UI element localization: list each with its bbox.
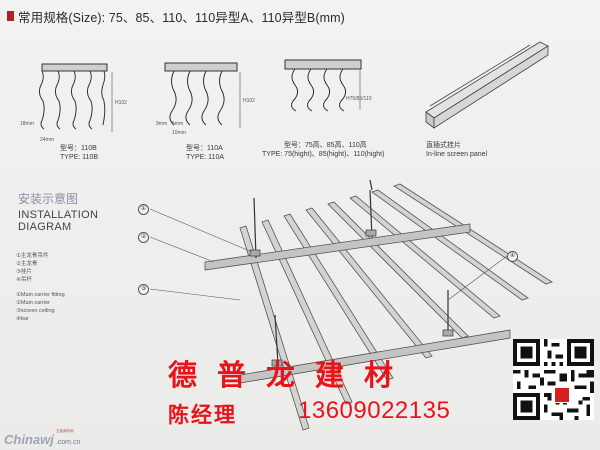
contact-person: 陈经理 bbox=[168, 402, 237, 427]
legend-zh-3: ③挂片 bbox=[16, 269, 32, 275]
qr-code bbox=[513, 339, 594, 420]
dim-110b-width: 18mm bbox=[20, 121, 34, 127]
profile-110a-drawing bbox=[164, 62, 241, 128]
legend-zh-4: ④吊杆 bbox=[16, 277, 32, 283]
installation-title-zh: 安装示意图 bbox=[18, 192, 79, 206]
company-name: 德普龙建材 bbox=[168, 358, 414, 392]
dim-110a-width: 9mm bbox=[156, 121, 168, 127]
callout-4: ④ bbox=[507, 251, 518, 262]
dim-high-height: H75/85/110 bbox=[346, 96, 372, 102]
installation-title-en: INSTALLATION DIAGRAM bbox=[18, 209, 98, 233]
spec-panel-name-en: In-line screen panel bbox=[426, 151, 488, 158]
spec-high-name-en: TYPE: 75(hight)、85(hight)、110(hight) bbox=[262, 151, 385, 158]
spec-panel-name-zh: 直插式挂片 bbox=[426, 142, 461, 149]
legend-en-2: ②Main carrier bbox=[16, 300, 50, 306]
spec-110a-caption: 型号：110A TYPE: 110A bbox=[186, 144, 224, 162]
qr-center-logo bbox=[554, 387, 570, 403]
callout-1: ① bbox=[138, 204, 149, 215]
legend-en-4: ④bar bbox=[16, 316, 29, 322]
legend-zh-2: ②主龙骨 bbox=[16, 261, 38, 267]
main-carrier-top bbox=[204, 223, 471, 271]
site-watermark: Chinawj.com.cn 五金商机网 bbox=[4, 429, 81, 449]
installation-title-line1: INSTALLATION bbox=[18, 209, 99, 221]
legend-zh-1: ①主龙骨吊件 bbox=[16, 253, 49, 259]
watermark-sub: 五金商机网 bbox=[56, 429, 74, 433]
spec-110b-caption: 型号：110B TYPE: 110B bbox=[60, 144, 98, 162]
watermark-brand: Chinawj bbox=[4, 432, 54, 447]
spec-panel-caption: 直插式挂片 In-line screen panel bbox=[426, 141, 487, 159]
profile-110b-drawing bbox=[38, 63, 113, 132]
spec-110a-name-zh: 型号：110A bbox=[186, 145, 223, 152]
callout-2: ② bbox=[138, 232, 149, 243]
main-carrier-bottom bbox=[239, 329, 511, 384]
installation-legend: ①主龙骨吊件 ②主龙骨 ③挂片 ④吊杆 ①Main carrier fittin… bbox=[16, 252, 65, 323]
spec-high-caption: 型号：75高、85高、110高 TYPE: 75(hight)、85(hight… bbox=[262, 141, 384, 159]
spec-110a-name-en: TYPE: 110A bbox=[186, 154, 225, 161]
profile-high-drawing bbox=[284, 59, 362, 112]
spec-high-name-zh: 型号：75高、85高、110高 bbox=[284, 142, 367, 149]
dim-110a-lip: 5mm bbox=[172, 121, 184, 127]
spec-110b-name-en: TYPE: 110B bbox=[60, 154, 99, 161]
legend-en-3: ③screen ceiling bbox=[16, 308, 55, 314]
spec-header: 常用规格(Size): 75、85、110、110异型A、110异型B(mm) bbox=[7, 8, 345, 25]
dim-110b-height: H102 bbox=[115, 100, 127, 106]
dim-110a-height: H102 bbox=[243, 98, 255, 104]
spec-110b-name-zh: 型号：110B bbox=[60, 145, 97, 152]
legend-en-1: ①Main carrier fitting bbox=[16, 292, 65, 298]
callout-3: ③ bbox=[138, 284, 149, 295]
header-marker bbox=[7, 11, 14, 21]
dim-110a-gap: 10mm bbox=[172, 130, 186, 136]
contact-phone: 13609022135 bbox=[298, 397, 451, 424]
screen-panel-drawing bbox=[425, 41, 549, 129]
installation-title-line2: DIAGRAM bbox=[18, 221, 72, 233]
watermark-domain: .com.cn bbox=[55, 439, 81, 446]
dim-110b-gap: 24mm bbox=[40, 137, 54, 143]
spec-title: 常用规格(Size): 75、85、110、110异型A、110异型B(mm) bbox=[18, 10, 345, 25]
